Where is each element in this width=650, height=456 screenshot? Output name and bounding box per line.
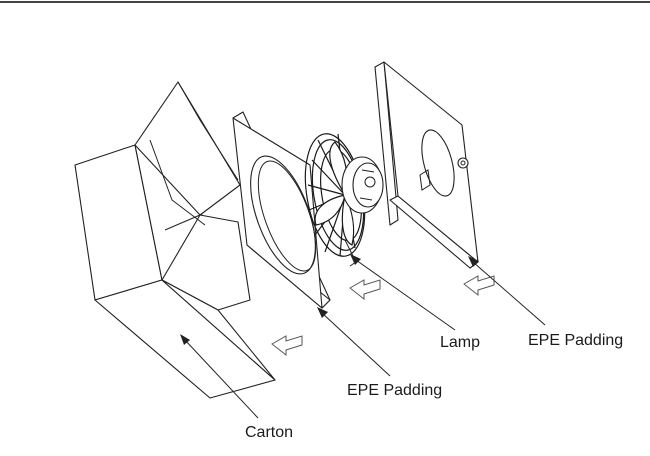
epe-padding-back (374, 61, 479, 269)
carton-label: Carton (245, 424, 293, 441)
epe-padding-front (232, 111, 331, 309)
callout-lines (180, 254, 546, 419)
epe-padding-front-label: EPE Padding (347, 382, 442, 399)
epe-padding-back-label: EPE Padding (528, 332, 623, 349)
lamp-fan (304, 133, 384, 267)
lamp-label: Lamp (440, 334, 480, 351)
carton-box (74, 81, 276, 399)
